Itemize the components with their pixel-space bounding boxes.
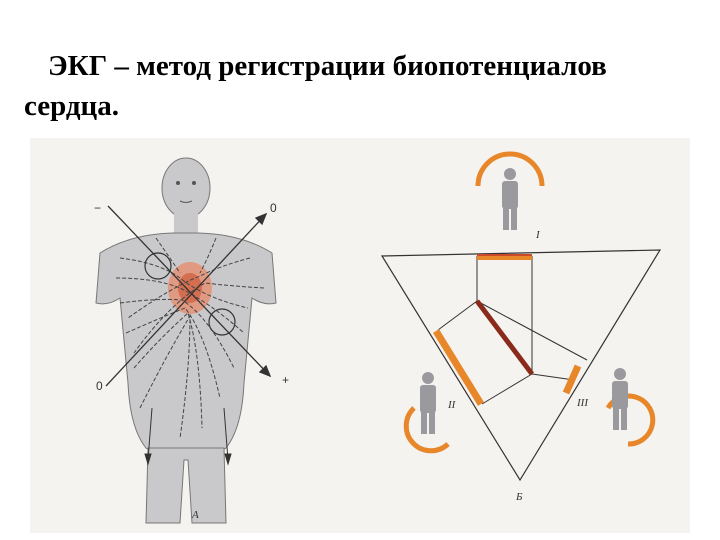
torso-head xyxy=(161,157,211,219)
title-line-1: ЭКГ – метод регистрации биопотенциалов xyxy=(48,50,607,82)
torso-legs xyxy=(145,447,227,524)
right-human-figure xyxy=(612,368,628,430)
lead-III-label: III xyxy=(576,397,589,409)
pole-bottom-right: + xyxy=(282,373,289,387)
ecg-figure: − 0 0 + А xyxy=(30,138,690,533)
slide-title: ЭКГ – метод регистрации биопотенциалов с… xyxy=(24,46,704,126)
electrode-right-arm xyxy=(144,252,172,280)
figure-label-b: Б xyxy=(515,491,523,503)
torso-body xyxy=(95,232,277,461)
torso-diagram: − 0 0 + А xyxy=(94,157,289,524)
mouth xyxy=(179,200,193,203)
top-electrode-arc xyxy=(475,151,545,187)
pole-top-left: − xyxy=(94,201,101,215)
eye-right xyxy=(192,181,196,185)
electrode-left-chest xyxy=(208,308,236,336)
triangle-outline xyxy=(380,249,662,482)
pole-top-right: 0 xyxy=(270,201,277,215)
title-line-2: сердца. xyxy=(24,90,119,122)
lead-II-label: II xyxy=(447,399,457,411)
eye-left xyxy=(176,181,180,185)
electric-axis-arrows xyxy=(105,205,272,387)
left-human-figure xyxy=(420,372,436,434)
field-lines xyxy=(115,237,265,439)
leg-arrows xyxy=(144,407,232,466)
figure-label-a: А xyxy=(191,509,199,521)
lead-II-projection xyxy=(433,329,484,406)
left-electrode-arc xyxy=(403,406,450,454)
ecg-illustration: − 0 0 + А xyxy=(30,138,690,533)
lead-I-projection xyxy=(477,254,532,260)
lead-III-projection xyxy=(562,364,582,395)
torso-neck xyxy=(174,213,198,235)
einthoven-triangle-diagram: I II III Б xyxy=(380,151,662,503)
lead-I-label: I xyxy=(535,229,541,241)
pole-bottom-left: 0 xyxy=(96,379,103,393)
top-human-figure xyxy=(502,168,518,230)
heart-vector xyxy=(475,299,534,376)
